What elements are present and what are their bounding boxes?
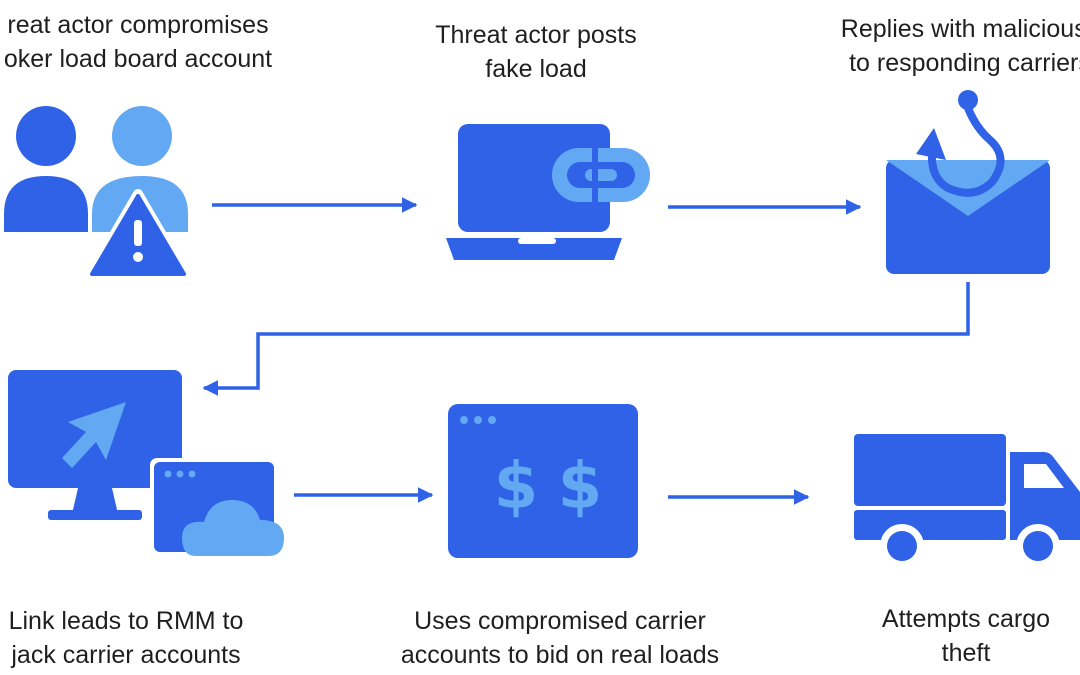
step-5-label: Uses compromised carrier accounts to bid… bbox=[400, 607, 720, 669]
phishing-email-icon bbox=[886, 90, 1050, 274]
users-warning-icon bbox=[4, 106, 191, 281]
arrow-step3-to-step4 bbox=[202, 282, 970, 396]
laptop-link-icon bbox=[446, 124, 650, 260]
remote-desktop-icon bbox=[8, 370, 284, 556]
step-2-label: Threat actor posts fake load bbox=[435, 21, 637, 83]
truck-icon bbox=[854, 434, 1080, 568]
svg-text:$: $ bbox=[494, 450, 539, 524]
svg-text:$: $ bbox=[558, 450, 603, 524]
step-1-label: reat actor compromises oker load board a… bbox=[3, 11, 273, 73]
step-3-label: Replies with malicious l to responding c… bbox=[840, 15, 1080, 77]
step-4-label: Link leads to RMM to jack carrier accoun… bbox=[8, 607, 244, 669]
step-6-label: Attempts cargo theft bbox=[881, 605, 1051, 667]
dollar-window-icon: $ $ bbox=[448, 404, 638, 558]
